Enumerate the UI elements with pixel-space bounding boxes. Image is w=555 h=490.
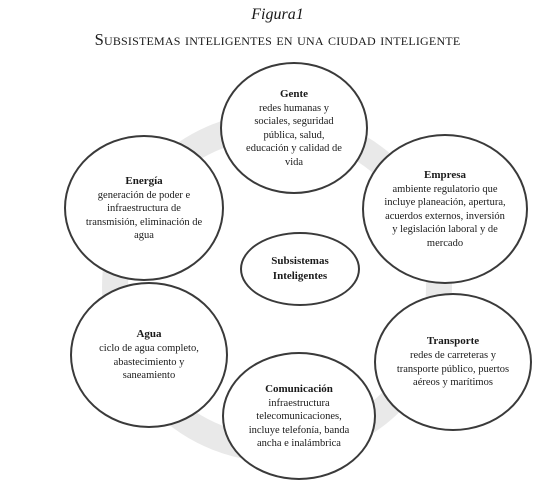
node-empresa-desc: ambiente regulatorio que incluye planeac…: [384, 183, 506, 249]
node-energia-desc: generación de poder e infraestructura de…: [85, 189, 203, 241]
node-transporte: Transporte redes de carreteras y transpo…: [374, 293, 532, 431]
node-empresa: Empresa ambiente regulatorio que incluye…: [362, 134, 528, 284]
figure-label: Figura1: [251, 6, 304, 23]
node-transporte-title: Transporte: [426, 335, 480, 348]
node-energia: Energía generación de poder e infraestru…: [64, 135, 224, 281]
node-agua-desc: ciclo de agua completo, abastecimiento y…: [99, 343, 199, 382]
node-comunicacion-desc: infraestructura telecomunicaciones, incl…: [248, 397, 350, 449]
node-gente-title: Gente: [279, 87, 309, 100]
node-comunicacion-title: Comunicación: [265, 382, 333, 395]
node-empresa-title: Empresa: [424, 168, 466, 181]
node-comunicacion: Comunicación infraestructura telecomunic…: [222, 352, 376, 480]
node-agua-title: Agua: [136, 328, 162, 341]
node-transporte-desc: redes de carreteras y transporte público…: [396, 350, 510, 389]
figure-title: Subsistemas inteligentes en una ciudad i…: [94, 30, 461, 49]
node-gente: Gente redes humanas y sociales, segurida…: [220, 62, 368, 194]
node-center-title: Subsistemas Inteligentes: [271, 255, 329, 282]
node-energia-title: Energía: [125, 174, 163, 187]
node-gente-desc: redes humanas y sociales, seguridad públ…: [246, 102, 342, 168]
node-agua: Agua ciclo de agua completo, abastecimie…: [70, 282, 228, 428]
node-center: Subsistemas Inteligentes: [240, 232, 360, 306]
